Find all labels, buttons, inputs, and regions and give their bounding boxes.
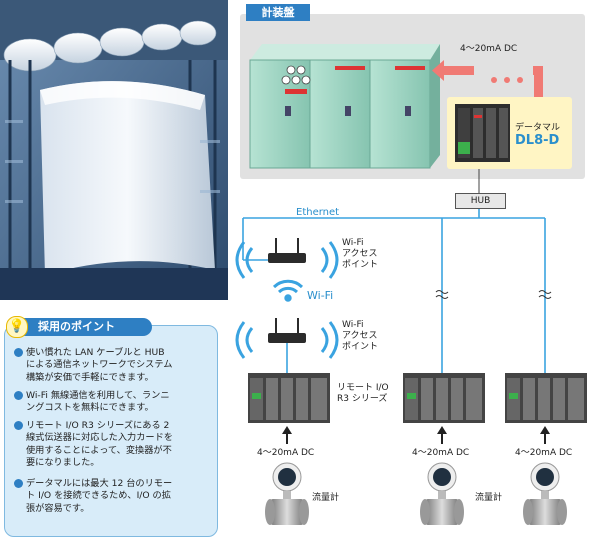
cable-break-icon	[435, 290, 552, 299]
flow-meter-3	[523, 462, 567, 525]
cabinet-group	[249, 44, 440, 169]
datalogger-device	[455, 104, 510, 162]
flow-meter-1	[265, 462, 309, 525]
remote-io-unit-3	[505, 373, 587, 423]
flow-meter-label-1: 流量計	[312, 493, 340, 503]
ethernet-label: Ethernet	[296, 207, 340, 218]
ethernet-cable	[242, 207, 546, 373]
access-point-label-2: Wi-Fi アクセス ポイント	[342, 320, 379, 352]
remote-io-unit-2	[403, 373, 485, 423]
sensor-signal-label-2: 4～20mA DC	[412, 448, 470, 458]
lightbulb-icon: 💡	[6, 316, 28, 338]
wifi-access-point-icon	[235, 238, 339, 279]
wifi-access-point-icon-2	[235, 318, 339, 359]
bullet-icon	[14, 479, 23, 488]
point-item-4: データマルには最大 12 台のリモート I/O を接続できるため、I/O の拡張…	[14, 478, 210, 515]
adoption-points-panel	[4, 325, 218, 537]
remote-io-label: リモート I/O R3 シリーズ	[337, 383, 389, 404]
remote-io-unit-1	[248, 373, 330, 423]
datalogger-name: データマル	[515, 123, 561, 133]
up-arrow-icon	[282, 426, 550, 444]
signal-arrow	[432, 60, 543, 98]
wifi-signal-icon	[272, 279, 304, 302]
panel-title: 計装盤	[246, 4, 310, 21]
point-item-2: Wi-Fi 無線通信を利用して、ランニングコストを無料にできます。	[14, 390, 210, 415]
flow-meter-label-2: 流量計	[475, 493, 503, 503]
datalogger-signal-label: 4～20mA DC	[460, 44, 518, 54]
sensor-signal-label-3: 4～20mA DC	[515, 448, 573, 458]
adoption-points-heading: 採用のポイント	[12, 318, 152, 336]
flow-meter-2	[420, 462, 464, 525]
bullet-icon	[14, 348, 23, 357]
hub-box: HUB	[455, 193, 506, 209]
bullet-icon	[14, 421, 23, 430]
access-point-label-1: Wi-Fi アクセス ポイント	[342, 238, 379, 270]
sensor-signal-label-1: 4～20mA DC	[257, 448, 315, 458]
paper-mill-photo	[0, 0, 228, 300]
wifi-label: Wi-Fi	[307, 289, 334, 302]
datalogger-model: DL8-D	[515, 133, 560, 148]
bullet-icon	[14, 391, 23, 400]
